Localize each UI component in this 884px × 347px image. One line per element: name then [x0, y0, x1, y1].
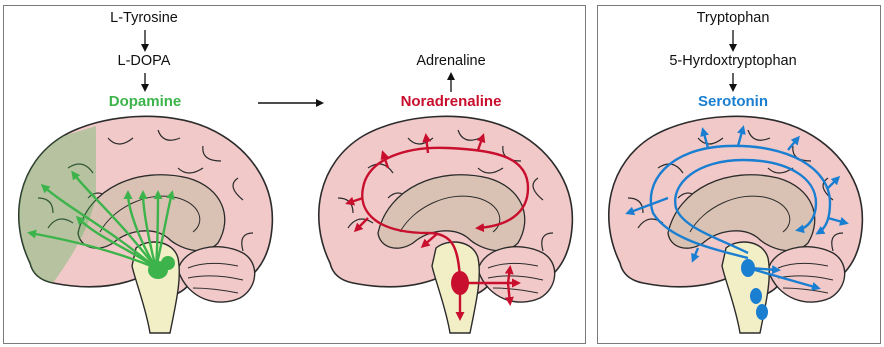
- dopamine-brain: [19, 116, 273, 333]
- noradrenaline-brain: [319, 116, 573, 333]
- serotonin-brain: [609, 116, 863, 333]
